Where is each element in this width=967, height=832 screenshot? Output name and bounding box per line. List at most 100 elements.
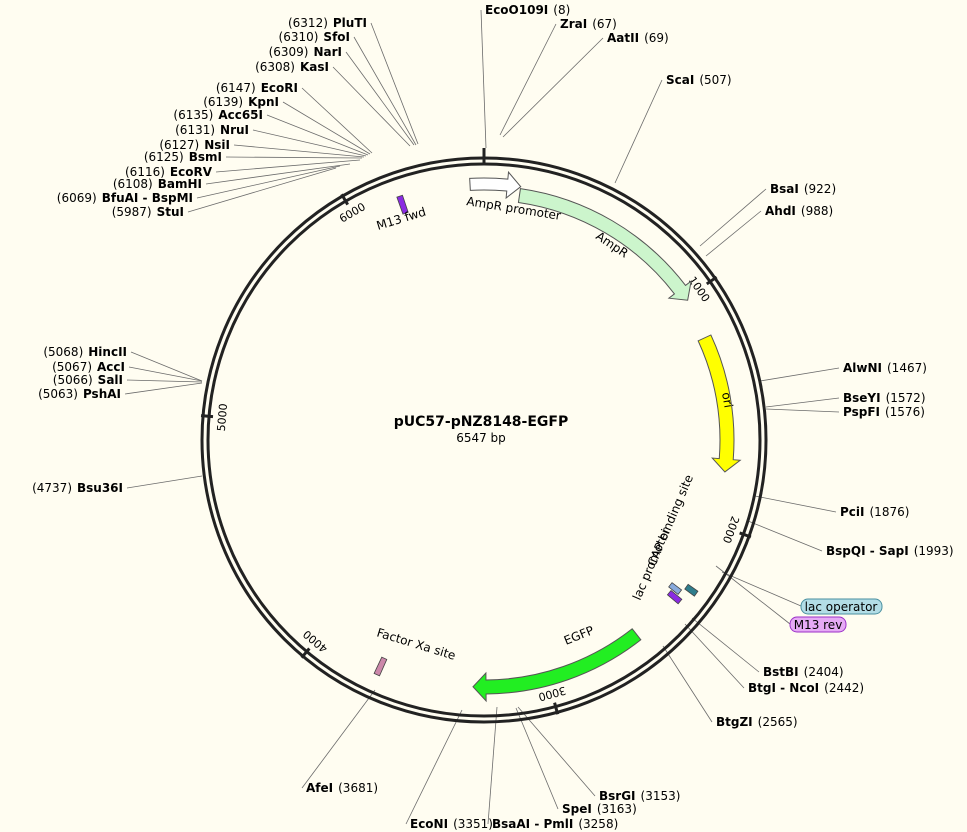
leader-nsii <box>233 144 365 158</box>
leader-scai <box>614 79 663 184</box>
leader-bspqi-sapi <box>747 520 823 552</box>
leader-bseyi <box>765 397 840 408</box>
site-label-pluti: (6312)PluTI <box>288 16 367 30</box>
site-label-ecori: (6147)EcoRI <box>216 81 298 95</box>
site-pos-bspqi-sapi: (1993) <box>914 544 954 558</box>
site-label-stui: (5987)StuI <box>112 205 184 219</box>
tick-mark-2000 <box>739 531 752 539</box>
site-label-zrai: ZraI(67) <box>560 17 617 31</box>
site-pos-spei: (3163) <box>597 802 637 816</box>
tick-mark-6000 <box>340 193 349 206</box>
site-name-acci: AccI <box>97 360 125 374</box>
site-pos-kpni: (6139) <box>203 95 243 109</box>
features <box>373 170 742 703</box>
leader-bsaai-pmli <box>487 706 498 825</box>
leader-acc65i <box>266 114 369 156</box>
site-label-bstbi: BstBI (2404) <box>763 665 844 679</box>
leader-nari <box>345 51 415 146</box>
site-pos-sfoi: (6310) <box>279 30 319 44</box>
leader-bsmi <box>225 156 363 159</box>
site-pos-nrui: (6131) <box>175 123 215 137</box>
site-name-ahdi: AhdI <box>765 204 796 218</box>
site-label-nsii: (6127)NsiI <box>159 138 230 152</box>
site-name-kasi: KasI <box>300 60 329 74</box>
site-name-nari: NarI <box>313 45 342 59</box>
feature-label-ori: ori <box>719 391 735 409</box>
feature-label-lac-promoter: lac promoter <box>630 526 673 602</box>
leader-kpni <box>282 101 371 155</box>
site-pos-hincii: (5068) <box>43 345 83 359</box>
feature-cap-binding <box>684 583 699 597</box>
site-label-afei: AfeI (3681) <box>306 781 378 795</box>
leader-bsai <box>699 188 767 247</box>
site-label-spei: SpeI(3163) <box>562 802 637 816</box>
leader-bsu36i <box>126 475 203 489</box>
site-pos-ahdi: (988) <box>801 204 833 218</box>
leader-bfuai-bspmi <box>196 165 341 199</box>
site-label-nari: (6309)NarI <box>269 45 342 59</box>
feature-ampr <box>517 188 692 301</box>
leader-ecoo109i <box>480 9 487 149</box>
site-name-sfoi: SfoI <box>323 30 350 44</box>
site-name-bstbi: BstBI <box>763 665 799 679</box>
site-name-acc65i: Acc65I <box>218 108 263 122</box>
site-label-nrui: (6131) NruI <box>175 123 249 137</box>
site-label-sfoi: (6310) SfoI <box>279 30 350 44</box>
site-label-pshai: (5063)PshAI <box>38 387 121 401</box>
site-label-acci: (5067) AccI <box>52 360 125 374</box>
site-name-afei: AfeI <box>306 781 333 795</box>
site-pos-ecorv: (6116) <box>125 165 165 179</box>
site-pos-bsrgi: (3153) <box>641 789 681 803</box>
site-pos-pshai: (5063) <box>38 387 78 401</box>
site-label-alwni: AlwNI(1467) <box>843 361 927 375</box>
leader-lac-operator <box>721 571 802 607</box>
site-label-sali: (5066)SalI <box>53 373 123 387</box>
leader-kasi <box>332 66 411 147</box>
site-name-nrui: NruI <box>220 123 249 137</box>
site-name-kpni: KpnI <box>248 95 279 109</box>
site-name-ecoo109i: EcoO109I <box>485 3 548 17</box>
site-name-bspqi-sapi: BspQI - SapI <box>826 544 909 558</box>
site-pos-pspfi: (1576) <box>885 405 925 419</box>
site-name-scai: ScaI <box>666 73 694 87</box>
site-label-hincii: (5068)HincII <box>43 345 127 359</box>
leader-bamhi <box>205 163 351 185</box>
site-label-bseyi: BseYI(1572) <box>843 391 926 405</box>
site-name-bamhi: BamHI <box>158 177 202 191</box>
site-pos-acci: (5067) <box>52 360 92 374</box>
leader-bsrgi <box>517 706 596 797</box>
site-pos-btgzi: (2565) <box>758 715 798 729</box>
leader-afei <box>301 689 376 789</box>
tick-mark-5000 <box>200 414 214 419</box>
site-pos-bstbi: (2404) <box>804 665 844 679</box>
site-pos-afei: (3681) <box>338 781 378 795</box>
site-label-bfuai-bspmi: (6069)BfuAI - BspMI <box>57 191 193 205</box>
feature-label-factor-xa: Factor Xa site <box>375 625 457 662</box>
site-name-btgzi: BtgZI <box>716 715 753 729</box>
site-name-pluti: PluTI <box>333 16 367 30</box>
site-pos-kasi: (6308) <box>255 60 295 74</box>
leader-alwni <box>759 367 840 382</box>
restriction-sites: EcoO109I(8)ZraI(67)AatII(69)ScaI(507)Bsa… <box>32 3 954 831</box>
site-name-aatii: AatII <box>607 31 639 45</box>
badges: lac operator M13 rev <box>789 598 883 633</box>
site-name-btgi-ncoi: BtgI - NcoI <box>748 681 819 695</box>
leader-hincii <box>130 351 203 382</box>
site-pos-aatii: (69) <box>644 31 669 45</box>
site-label-kasi: (6308) KasI <box>255 60 329 74</box>
site-pos-btgi-ncoi: (2442) <box>824 681 864 695</box>
leader-ahdi <box>705 210 762 257</box>
feature-m13-fwd <box>396 194 409 215</box>
site-pos-bsmi: (6125) <box>144 150 184 164</box>
leader-sfoi <box>353 36 417 146</box>
tick-mark-4000 <box>300 647 311 659</box>
site-label-bsaai-pmli: BsaAI - PmlI(3258) <box>492 817 618 831</box>
site-name-ecorv: EcoRV <box>170 165 213 179</box>
plasmid-length: 6547 bp <box>456 431 506 445</box>
plasmid-backbone <box>200 148 768 724</box>
leader-zrai <box>499 23 557 136</box>
leader-ecorv <box>215 159 361 173</box>
site-name-alwni: AlwNI <box>843 361 882 375</box>
site-label-scai: ScaI(507) <box>666 73 732 87</box>
